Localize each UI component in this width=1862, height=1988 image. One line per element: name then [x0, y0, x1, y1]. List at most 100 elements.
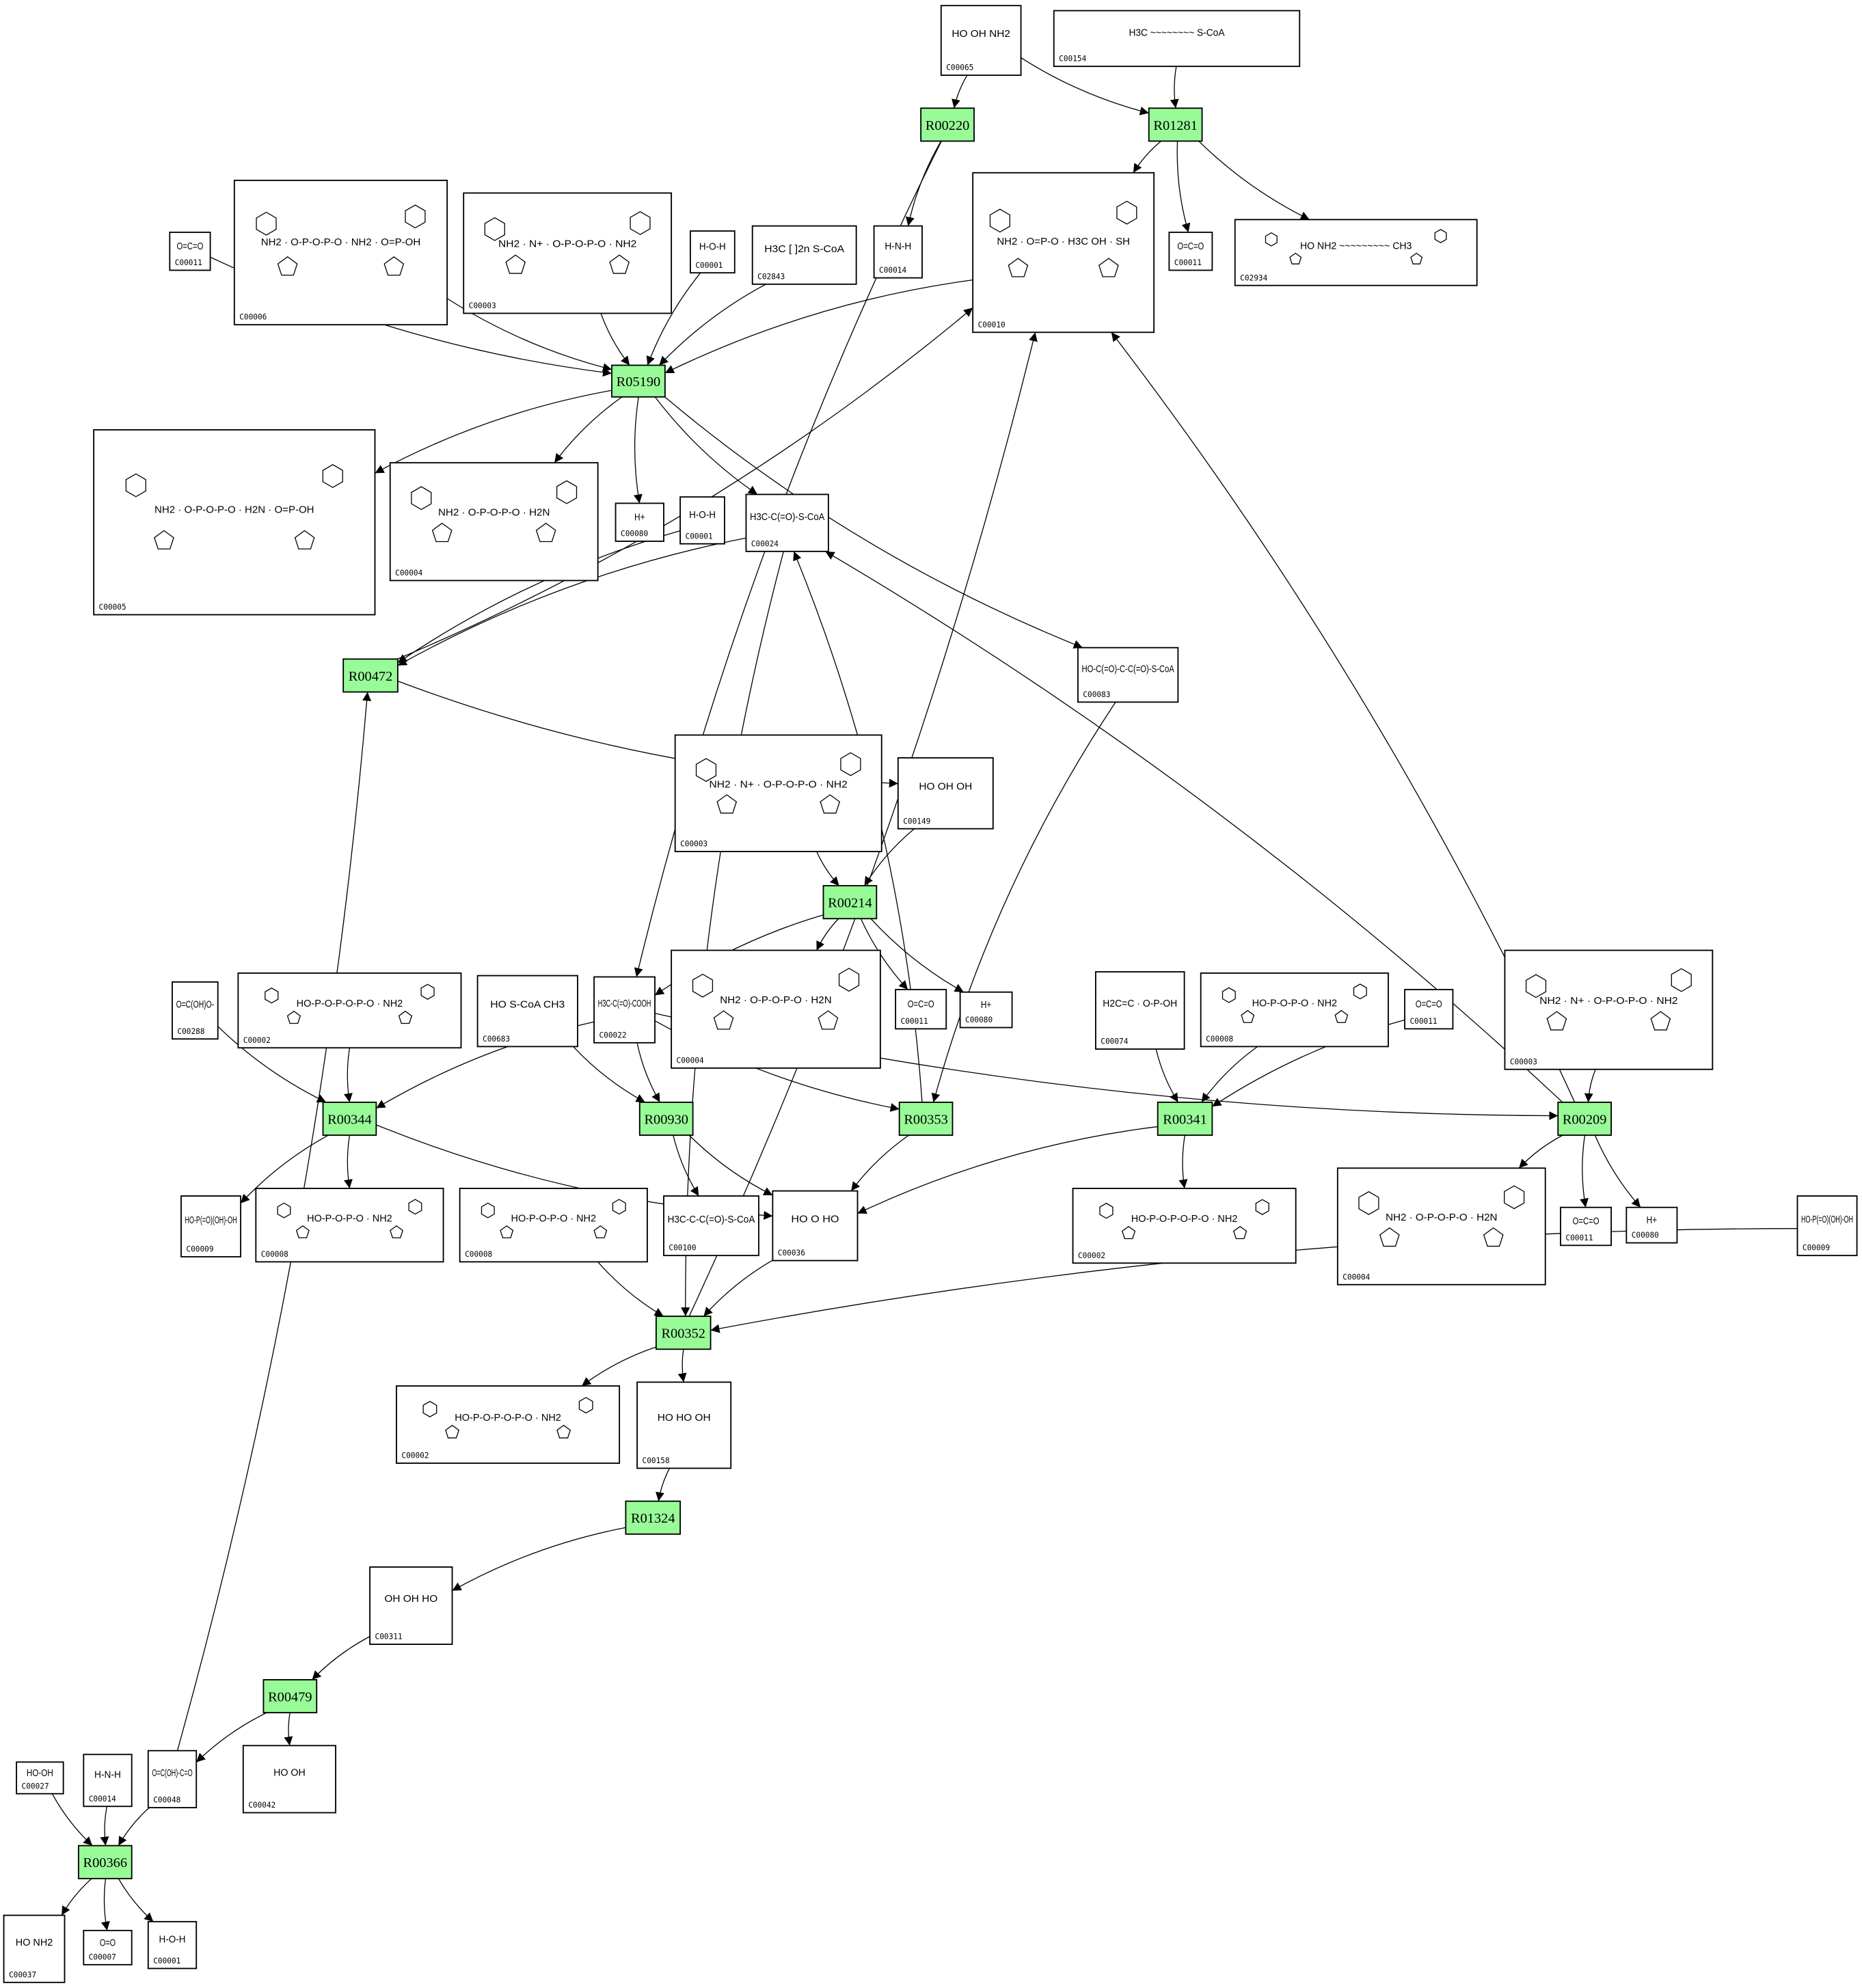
reaction-node-r00220[interactable]: R00220 [920, 107, 975, 142]
reaction-node-r00344[interactable]: R00344 [322, 1102, 377, 1136]
reaction-node-r01324[interactable]: R01324 [625, 1500, 682, 1535]
reaction-node-r00366[interactable]: R00366 [77, 1844, 133, 1879]
compound-structure-text: OH OH HO [384, 1594, 437, 1605]
reaction-node-r01281[interactable]: R01281 [1148, 107, 1203, 142]
edge-r00344-to-c00008 [343, 1135, 353, 1189]
reaction-node-r05190[interactable]: R05190 [611, 364, 666, 398]
reaction-node-r00930[interactable]: R00930 [638, 1102, 694, 1136]
edge-r05190-to-c00024 [654, 396, 758, 495]
edge-r00479-to-c00042 [284, 1713, 293, 1746]
compound-id-label: C00683 [483, 1035, 510, 1044]
reaction-box [342, 658, 399, 693]
compound-box [237, 972, 462, 1049]
edge-r00930-to-c00036 [688, 1134, 773, 1196]
compound-node-c00080[interactable]: H+C00080 [615, 502, 664, 542]
compound-box [147, 1920, 198, 1970]
compound-box [1077, 646, 1179, 703]
compound-node-c00080[interactable]: H+C00080 [1625, 1206, 1678, 1244]
reaction-id-label: R00220 [926, 118, 970, 133]
compound-id-label: C00001 [153, 1957, 180, 1965]
compound-structure-text: H3C ~~~~~~~~ S-CoA [1129, 27, 1224, 38]
reaction-box [322, 1102, 377, 1136]
compound-box [1404, 989, 1454, 1030]
compound-id-label: C00009 [1803, 1244, 1830, 1253]
reaction-box [611, 364, 666, 398]
compound-id-label: C00014 [89, 1795, 116, 1803]
reaction-node-r00352[interactable]: R00352 [655, 1316, 712, 1350]
compound-structure-text: NH2 · N+ · O-P-O-P-O · NH2 [1539, 996, 1677, 1007]
structure-ring-icon [422, 1397, 593, 1439]
reaction-box [1557, 1102, 1613, 1136]
compound-id-label: C00027 [22, 1782, 49, 1790]
reaction-id-label: R00209 [1563, 1112, 1607, 1127]
compound-id-label: C00011 [1409, 1017, 1437, 1026]
compound-box [169, 231, 211, 271]
edge-c00001-to-r00472 [397, 530, 681, 664]
compound-box [396, 1385, 621, 1464]
edge-r01281-to-c00010 [1133, 140, 1161, 174]
reaction-node-r00353[interactable]: R00353 [898, 1102, 954, 1136]
reaction-node-r00341[interactable]: R00341 [1157, 1102, 1213, 1136]
compound-id-label: C00022 [599, 1031, 626, 1039]
reaction-node-r00209[interactable]: R00209 [1557, 1102, 1613, 1136]
compound-node-c00288[interactable]: O=C(OH)O-C00288 [172, 981, 219, 1040]
compound-id-label: C00002 [1078, 1251, 1105, 1260]
compound-node-c00080[interactable]: H+C00080 [959, 991, 1013, 1029]
structure-ring-icon [1099, 1199, 1269, 1240]
reaction-node-r00472[interactable]: R00472 [342, 658, 399, 693]
compound-structure-text: HO-P-O-P-O-P-O · NH2 [297, 998, 403, 1009]
structure-ring-icon [1525, 968, 1692, 1031]
reaction-node-r00214[interactable]: R00214 [822, 885, 878, 920]
compound-structure-text: O=C=O [177, 241, 204, 252]
edge-c00001-to-r05190 [646, 272, 701, 366]
reaction-box [262, 1679, 318, 1714]
reaction-node-r00479[interactable]: R00479 [262, 1679, 318, 1714]
